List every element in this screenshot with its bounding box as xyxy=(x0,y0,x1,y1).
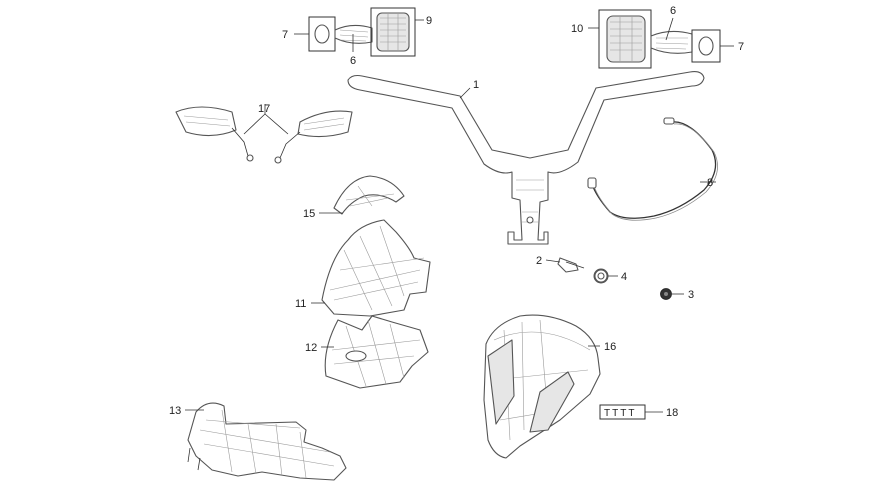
callout-17: 17 xyxy=(258,103,270,115)
left-switch-assembly xyxy=(308,7,416,57)
handlebar-tube xyxy=(347,71,705,245)
front-cover xyxy=(321,219,431,317)
throttle-grip-left xyxy=(334,24,373,44)
windscreen xyxy=(483,314,601,459)
upper-cover xyxy=(333,175,405,215)
mirror-right xyxy=(274,110,353,164)
callout-16: 16 xyxy=(604,341,616,353)
switch-housing-left xyxy=(376,12,410,52)
mirror-left xyxy=(175,106,254,162)
callout-7-right: 7 xyxy=(738,41,744,53)
inner-panel xyxy=(187,402,347,481)
leader-lines xyxy=(185,17,734,413)
callout-12: 12 xyxy=(305,342,317,354)
callout-3: 3 xyxy=(688,289,694,301)
nut-part xyxy=(660,288,672,300)
callout-2: 2 xyxy=(536,255,542,267)
callout-numbers: 7 6 9 10 6 7 1 17 8 15 2 4 3 11 12 16 13… xyxy=(169,5,744,419)
switch-housing-right xyxy=(606,15,646,63)
handlebar-mount-hole xyxy=(526,216,534,224)
callout-6-right: 6 xyxy=(670,5,676,17)
callout-9: 9 xyxy=(426,15,432,27)
callout-6-left: 6 xyxy=(350,55,356,67)
switch-frame-left xyxy=(370,7,416,57)
callout-11: 11 xyxy=(295,298,306,310)
bolt-set-box: TTTT xyxy=(599,404,646,420)
callout-4: 4 xyxy=(621,271,627,283)
bolt-part xyxy=(557,257,585,273)
throttle-cable xyxy=(587,117,718,221)
callout-10: 10 xyxy=(571,23,583,35)
bolt-set-frame xyxy=(599,404,646,420)
bolt-set-text: TTTT xyxy=(604,408,636,419)
grip-right xyxy=(650,30,693,54)
callout-18: 18 xyxy=(666,407,678,419)
callout-13: 13 xyxy=(169,405,181,417)
right-switch-assembly xyxy=(598,9,721,69)
callout-8: 8 xyxy=(707,177,713,189)
grip-end-left xyxy=(314,24,330,44)
handlebar xyxy=(347,71,705,245)
callout-1: 1 xyxy=(473,79,479,91)
callout-15: 15 xyxy=(303,208,315,220)
washer-part xyxy=(593,268,609,284)
lower-cover xyxy=(324,315,429,389)
callout-7-left: 7 xyxy=(282,29,288,41)
grip-end-right xyxy=(698,36,714,56)
